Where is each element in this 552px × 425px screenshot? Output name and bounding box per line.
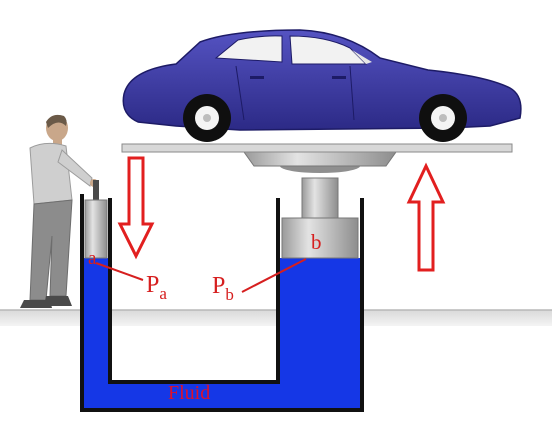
up-force-arrow (406, 162, 446, 272)
pressure-b-leader (241, 258, 307, 293)
hydraulic-fluid (84, 258, 360, 408)
pressure-b-label: Pb (212, 273, 234, 304)
lift-platform (121, 143, 513, 153)
fluid-label: Fluid (168, 382, 210, 404)
pressure-a-leader (95, 262, 144, 281)
container-walls (80, 194, 364, 412)
large-piston (243, 151, 397, 259)
large-piston-label: b (311, 230, 322, 254)
small-piston-label: a (88, 248, 97, 269)
down-force-arrow (117, 156, 155, 260)
pressure-a-label: Pa (146, 272, 167, 303)
small-piston (84, 180, 108, 259)
car-icon (122, 29, 522, 142)
person-icon (20, 114, 98, 308)
